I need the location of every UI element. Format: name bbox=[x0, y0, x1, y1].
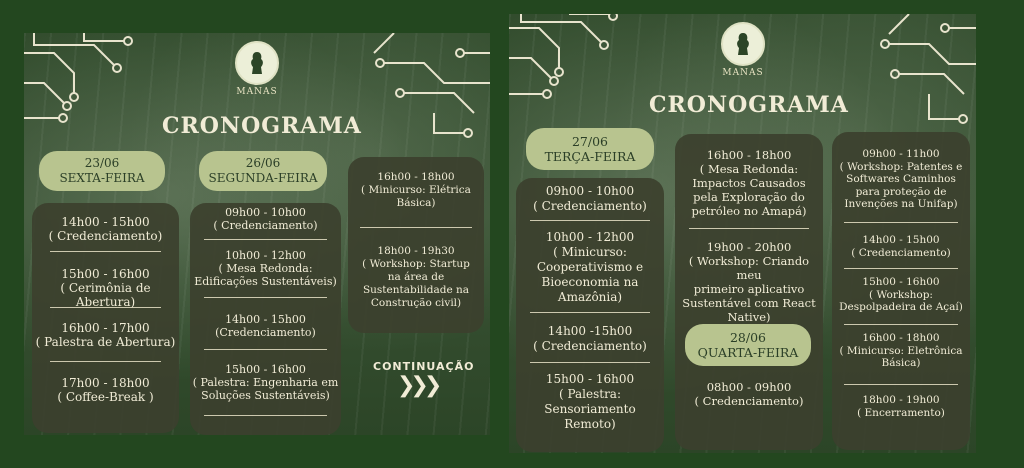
day-date: 28/06 bbox=[729, 330, 767, 345]
schedule-item: 14h00 - 15h00 ( Credenciamento) bbox=[48, 215, 163, 243]
schedule-card-26-06-cont: 16h00 - 18h00 ( Minicurso: Elétrica Bási… bbox=[348, 157, 484, 333]
triple-chevron-right-icon: ❯❯❯ bbox=[397, 373, 442, 398]
day-badge-26-06: 26/06 SEGUNDA-FEIRA bbox=[199, 151, 327, 191]
schedule-item: 19h00 - 20h00 ( Workshop: Criando meu pr… bbox=[682, 240, 816, 324]
schedule-card-27-06-cont: 16h00 - 18h00 ( Mesa Redonda: Impactos C… bbox=[675, 134, 823, 450]
logo-text: MANAS bbox=[236, 87, 278, 97]
day-date: 23/06 bbox=[84, 156, 120, 170]
day-badge-28-06: 28/06 QUARTA-FEIRA bbox=[685, 324, 811, 366]
schedule-item: 16h00 - 18h00 ( Minicurso: Eletrônica Bá… bbox=[839, 332, 963, 369]
schedule-item: 15h00 - 16h00 ( Workshop: Despolpadeira … bbox=[839, 276, 963, 313]
circuit-decoration bbox=[509, 14, 976, 124]
divider bbox=[844, 324, 958, 325]
divider bbox=[360, 227, 472, 228]
schedule-item: 10h00 - 12h00 ( Mesa Redonda: Edificaçõe… bbox=[194, 249, 337, 288]
logo: MANAS bbox=[230, 41, 284, 97]
page-title: CRONOGRAMA bbox=[649, 92, 849, 118]
schedule-card-26-06: 09h00 - 10h00 ( Credenciamento) 10h00 - … bbox=[190, 203, 341, 435]
logo: MANAS bbox=[716, 22, 770, 78]
divider bbox=[204, 349, 327, 350]
day-weekday: TERÇA-FEIRA bbox=[544, 149, 636, 164]
divider bbox=[50, 307, 161, 308]
schedule-item: 16h00 - 17h00 ( Palestra de Abertura) bbox=[35, 321, 176, 349]
schedule-item: 18h00 - 19h30 ( Workshop: Startup na áre… bbox=[362, 245, 470, 309]
schedule-item: 15h00 - 16h00 ( Palestra: Engenharia em … bbox=[192, 363, 339, 402]
divider bbox=[844, 222, 958, 223]
schedule-item: 18h00 - 19h00 ( Encerramento) bbox=[857, 394, 945, 419]
page-title: CRONOGRAMA bbox=[162, 113, 362, 139]
schedule-item: 15h00 - 16h00 ( Palestra: Sensoriamento … bbox=[544, 372, 636, 431]
day-badge-23-06: 23/06 SEXTA-FEIRA bbox=[39, 151, 165, 191]
day-date: 26/06 bbox=[245, 156, 281, 170]
schedule-item: 10h00 - 12h00 ( Minicurso: Cooperativism… bbox=[536, 230, 644, 304]
schedule-item: 08h00 - 09h00 ( Credenciamento) bbox=[694, 380, 804, 408]
schedule-item: 17h00 - 18h00 ( Coffee-Break ) bbox=[57, 376, 154, 404]
day-weekday: QUARTA-FEIRA bbox=[697, 345, 799, 360]
day-weekday: SEXTA-FEIRA bbox=[59, 171, 145, 185]
continuation-label: CONTINUAÇÃO bbox=[373, 360, 475, 373]
divider bbox=[530, 312, 650, 313]
schedule-item: 14h00 -15h00 ( Credenciamento) bbox=[533, 324, 647, 353]
schedule-card-23-06: 14h00 - 15h00 ( Credenciamento) 15h00 - … bbox=[32, 203, 179, 433]
logo-emblem-icon bbox=[235, 41, 279, 85]
schedule-panel-right: MANAS CRONOGRAMA 27/06 TERÇA-FEIRA 09h00… bbox=[509, 14, 976, 453]
circuit-decoration bbox=[24, 33, 490, 138]
day-weekday: SEGUNDA-FEIRA bbox=[208, 171, 318, 185]
day-date: 27/06 bbox=[571, 134, 609, 149]
schedule-item: 14h00 - 15h00 (Credenciamento) bbox=[215, 313, 316, 339]
divider bbox=[689, 228, 809, 229]
divider bbox=[204, 415, 327, 416]
divider bbox=[50, 361, 161, 362]
schedule-card-27-06: 09h00 - 10h00 ( Credenciamento) 10h00 - … bbox=[516, 178, 664, 452]
divider bbox=[50, 251, 161, 252]
schedule-panel-left: MANAS CRONOGRAMA 23/06 SEXTA-FEIRA 14h00… bbox=[24, 33, 490, 435]
schedule-card-28-06-cont: 09h00 - 11h00 ( Workshop: Patentes e Sof… bbox=[832, 132, 970, 450]
divider bbox=[530, 362, 650, 363]
schedule-item: 14h00 - 15h00 ( Credenciamento) bbox=[851, 234, 951, 259]
schedule-item: 16h00 - 18h00 ( Mesa Redonda: Impactos C… bbox=[691, 148, 807, 218]
divider bbox=[204, 239, 327, 240]
divider bbox=[530, 220, 650, 221]
schedule-item: 16h00 - 18h00 ( Minicurso: Elétrica Bási… bbox=[361, 171, 471, 209]
divider bbox=[844, 384, 958, 385]
divider bbox=[844, 268, 958, 269]
logo-emblem-icon bbox=[721, 22, 765, 66]
day-badge-27-06: 27/06 TERÇA-FEIRA bbox=[526, 128, 654, 170]
logo-text: MANAS bbox=[722, 68, 764, 78]
schedule-item: 15h00 - 16h00 ( Cerimônia de Abertura) bbox=[60, 267, 151, 309]
divider bbox=[204, 297, 327, 298]
schedule-item: 09h00 - 10h00 ( Credenciamento) bbox=[533, 184, 647, 213]
schedule-item: 09h00 - 10h00 ( Credenciamento) bbox=[213, 206, 318, 232]
schedule-item: 09h00 - 11h00 ( Workshop: Patentes e Sof… bbox=[839, 148, 963, 210]
